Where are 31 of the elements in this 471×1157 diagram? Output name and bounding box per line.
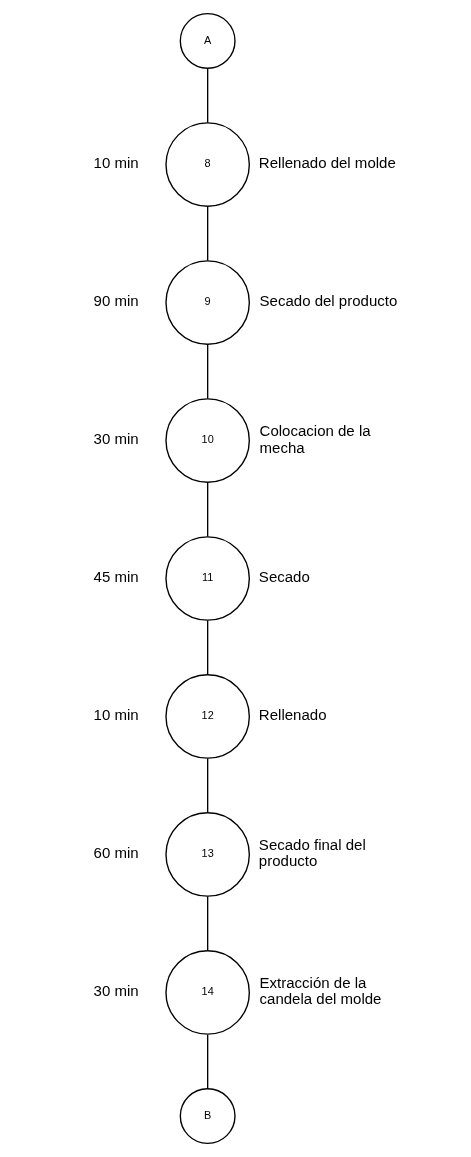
- node-circle: 11: [164, 536, 250, 621]
- connector: [206, 343, 208, 400]
- node-label: 45 min: [93, 568, 139, 586]
- node-label: 30 min: [93, 430, 139, 448]
- connector: [206, 67, 208, 124]
- connector: [206, 205, 208, 262]
- node-label: 10 min: [93, 706, 139, 724]
- node-label: Extracción de la candela del molde: [259, 974, 381, 1008]
- node-label: Secado: [258, 568, 310, 586]
- connector: [206, 1034, 208, 1090]
- connector: [206, 481, 208, 538]
- node-label: 90 min: [93, 292, 139, 310]
- node-circle: 12: [164, 674, 250, 759]
- node-circle: B: [179, 1088, 236, 1145]
- node-label: Secado del producto: [259, 292, 397, 310]
- connector: [206, 895, 208, 952]
- connector: [206, 757, 208, 814]
- node-label: 30 min: [93, 982, 139, 1000]
- node-circle: 13: [164, 812, 250, 897]
- node-label: Secado final del producto: [258, 836, 366, 870]
- node-circle: 8: [164, 122, 250, 207]
- node-circle: 10: [164, 398, 250, 483]
- node-circle: 14: [164, 950, 250, 1035]
- node-label: Rellenado del molde: [258, 154, 396, 172]
- node-circle: 9: [164, 260, 250, 345]
- node-label: Rellenado: [258, 706, 327, 724]
- node-label: 10 min: [93, 154, 139, 172]
- node-circle: A: [179, 12, 236, 69]
- node-label: 60 min: [93, 844, 139, 862]
- connector: [206, 619, 208, 676]
- node-label: Colocacion de la mecha: [259, 422, 371, 456]
